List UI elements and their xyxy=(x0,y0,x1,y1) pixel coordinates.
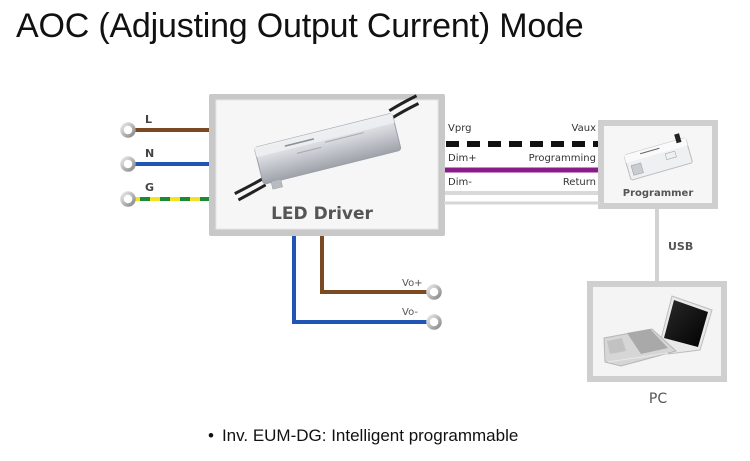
signal-label-dim-plus: Dim+ xyxy=(448,153,477,164)
bullet-text: Inv. EUM-DG: Intelligent programmable xyxy=(221,426,519,445)
programmer-label: Programmer xyxy=(623,188,694,199)
page-title: AOC (Adjusting Output Current) Mode xyxy=(16,7,584,45)
terminal-vo-plus-icon xyxy=(426,284,442,300)
bullet-dot-icon: • xyxy=(208,426,214,445)
output-wire-vo-minus xyxy=(292,234,434,324)
terminal-label-n: N xyxy=(145,147,154,160)
signal-label-return: Return xyxy=(563,177,596,188)
pc-box: PC xyxy=(587,281,727,407)
led-driver-module-icon xyxy=(234,94,420,202)
output-wire-vo-plus xyxy=(320,234,434,294)
led-driver-box: LED Driver xyxy=(209,94,445,236)
signal-label-vprg: Vprg xyxy=(448,123,471,134)
signal-label-dim-minus: Dim- xyxy=(448,177,472,188)
pc-label: PC xyxy=(649,391,667,407)
bullet-item: • Inv. EUM-DG: Intelligent programmable xyxy=(208,426,518,446)
terminal-l-icon xyxy=(120,122,136,138)
terminal-vo-minus-icon xyxy=(426,314,442,330)
led-driver-label: LED Driver xyxy=(271,204,373,224)
output-label-vo-minus: Vo- xyxy=(402,307,418,318)
usb-label: USB xyxy=(668,240,693,253)
signal-label-programming: Programming xyxy=(529,153,596,164)
output-label-vo-plus: Vo+ xyxy=(402,278,423,289)
programmer-device-icon xyxy=(623,133,693,181)
signal-label-vaux: Vaux xyxy=(572,123,597,134)
terminal-label-g: G xyxy=(145,181,154,194)
terminal-g-icon xyxy=(120,191,136,207)
programmer-box: Programmer xyxy=(598,120,718,209)
laptop-icon xyxy=(603,295,713,367)
terminal-n-icon xyxy=(120,156,136,172)
terminal-label-l: L xyxy=(145,113,152,126)
